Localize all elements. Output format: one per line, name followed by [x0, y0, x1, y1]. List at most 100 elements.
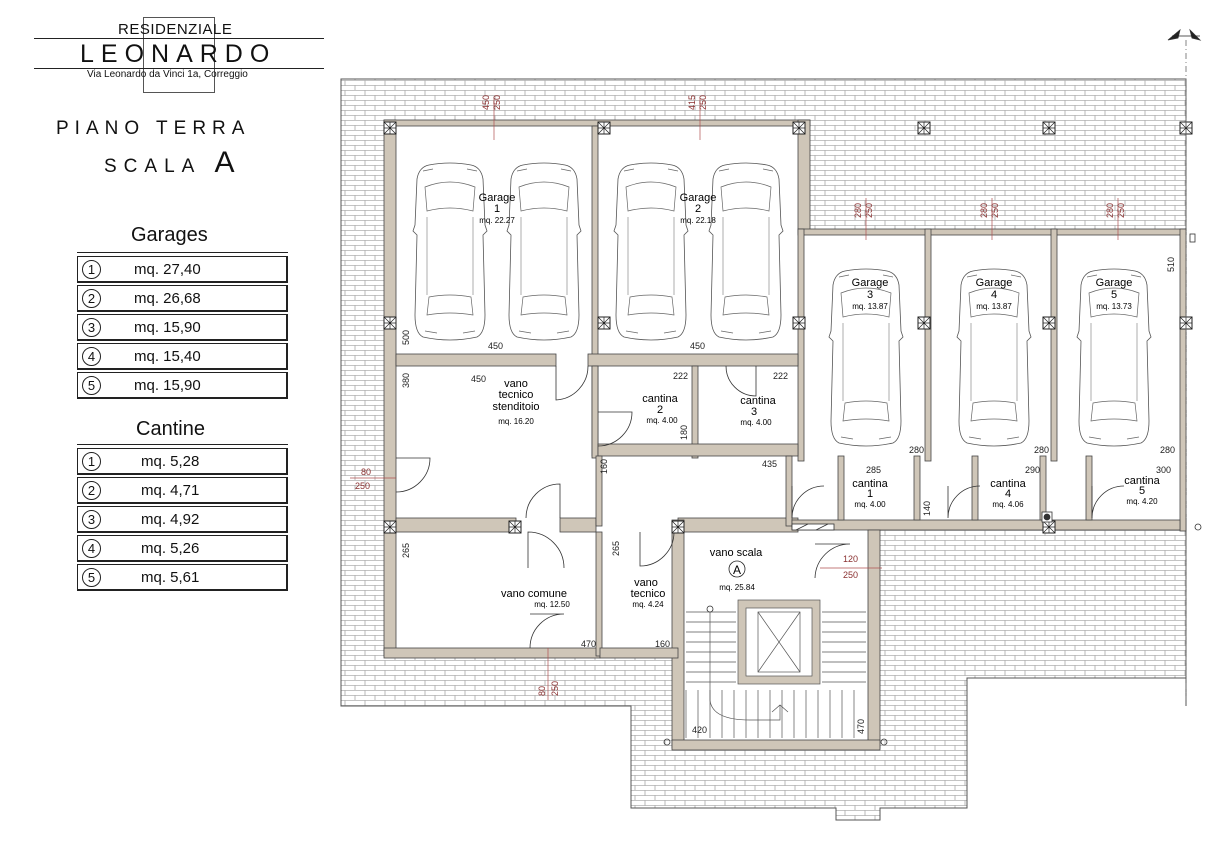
garage2-num: 2 [695, 203, 701, 215]
row-number: 5 [82, 376, 101, 395]
cantina3-area: mq. 4.00 [740, 418, 772, 427]
structural-column-icon [1042, 121, 1056, 135]
structural-column-icon [508, 520, 522, 534]
row-value: mq. 5,28 [141, 453, 200, 470]
row-value: mq. 5,61 [141, 569, 200, 586]
garage1-area: mq. 22.27 [479, 216, 515, 225]
structural-column-icon [917, 316, 931, 330]
cantina2-area: mq. 4.00 [646, 416, 678, 425]
dim-corr-w: 435 [762, 459, 777, 469]
garage5-area: mq. 13.73 [1096, 302, 1132, 311]
stair [685, 599, 866, 738]
vano-scala-area: mq. 25.84 [719, 583, 755, 592]
vano-scala-name: vano scala [710, 547, 763, 559]
dim-vt-h: 380 [401, 373, 411, 388]
dim-door-r-120: 120 [843, 554, 858, 564]
dim-g2-250: 250 [698, 95, 708, 110]
structural-column-icon [917, 121, 931, 135]
cantina3-num: 3 [751, 406, 757, 418]
dim-g2-w: 450 [690, 341, 705, 351]
dim-c2-h: 180 [679, 425, 689, 440]
cantine-table-title: Cantine [136, 418, 205, 440]
structural-column-icon [792, 121, 806, 135]
dim-stair-w: 420 [692, 725, 707, 735]
car-icon [506, 162, 582, 341]
table-row: 3 mq. 4,92 [77, 506, 288, 533]
dim-g3-w: 280 [909, 445, 924, 455]
row-value: mq. 4,71 [141, 482, 200, 499]
garage4-num: 4 [991, 289, 997, 301]
dim-g2-415: 415 [687, 95, 697, 110]
vano-scala-letter: A [733, 563, 741, 577]
dim-c5-w: 300 [1156, 465, 1171, 475]
dim-c3-w: 222 [773, 371, 788, 381]
cantina4-name: cantina [990, 478, 1026, 490]
logo-rule-top [34, 38, 324, 39]
garage3-num: 3 [867, 289, 873, 301]
dim-g3-250: 250 [864, 203, 874, 218]
table-row: 1 mq. 5,28 [77, 448, 288, 475]
vano-tecnico-stenditoio-l3: stenditoio [492, 401, 539, 413]
dimension-labels: 450 250 415 250 280 250 280 250 280 250 … [355, 95, 1176, 735]
dim-g3-280: 280 [853, 203, 863, 218]
row-value: mq. 27,40 [134, 261, 201, 278]
dim-g5-h: 510 [1166, 257, 1176, 272]
garage1-name: Garage [479, 192, 516, 204]
cantina5-num: 5 [1139, 485, 1145, 497]
row-number: 3 [82, 510, 101, 529]
dim-c1-w: 285 [866, 465, 881, 475]
row-value: mq. 15,90 [134, 377, 201, 394]
garage1-num: 1 [494, 203, 500, 215]
structural-column-icon [383, 520, 397, 534]
dim-vc-h: 265 [401, 543, 411, 558]
garage5-name: Garage [1096, 277, 1133, 289]
cantina1-name: cantina [852, 478, 888, 490]
structural-column-icon [383, 316, 397, 330]
structural-column-icon [1042, 316, 1056, 330]
structural-column-icon [597, 121, 611, 135]
car-icon [412, 162, 488, 341]
dim-c4-w: 290 [1025, 465, 1040, 475]
garages-table-title: Garages [131, 224, 208, 246]
cantina4-area: mq. 4.06 [992, 500, 1024, 509]
dim-stair-h: 470 [856, 719, 866, 734]
dim-door-l-250: 250 [355, 481, 370, 491]
vano-tecnico-stenditoio-l1: vano [504, 378, 528, 390]
dim-g5-w: 280 [1160, 445, 1175, 455]
brand-main-text: LEONARDO [80, 40, 277, 68]
row-value: mq. 5,26 [141, 540, 200, 557]
vano-comune-name: vano comune [501, 588, 567, 600]
dim-vt2-w: 160 [655, 639, 670, 649]
vano-tecnico-stenditoio-l2: tecnico [499, 389, 534, 401]
dim-corr-h: 160 [599, 459, 609, 474]
garage2-name: Garage [680, 192, 717, 204]
plan-title-scala: SCALA [104, 156, 201, 177]
row-value: mq. 26,68 [134, 290, 201, 307]
brand-address: Via Leonardo da Vinci 1a, Correggio [87, 69, 248, 80]
garage4-name: Garage [976, 277, 1013, 289]
garage2-area: mq. 22.18 [680, 216, 716, 225]
plan-title-line2: SCALA A [104, 146, 235, 180]
row-value: mq. 4,92 [141, 511, 200, 528]
garage5-num: 5 [1111, 289, 1117, 301]
row-number: 4 [82, 539, 101, 558]
row-number: 3 [82, 318, 101, 337]
plan-title-line1: PIANO TERRA [56, 118, 251, 139]
structural-column-icon [792, 316, 806, 330]
dim-vt2-h: 265 [611, 541, 621, 556]
table-row: 1 mq. 27,40 [77, 256, 288, 283]
brand-top-text: RESIDENZIALE [118, 21, 233, 38]
row-number: 1 [82, 452, 101, 471]
cantina5-name: cantina [1124, 475, 1160, 487]
row-number: 1 [82, 260, 101, 279]
cantina4-num: 4 [1005, 488, 1011, 500]
dim-g1-450: 450 [481, 95, 491, 110]
stair-marker-icon [728, 560, 746, 578]
dim-g4-250: 250 [990, 203, 1000, 218]
